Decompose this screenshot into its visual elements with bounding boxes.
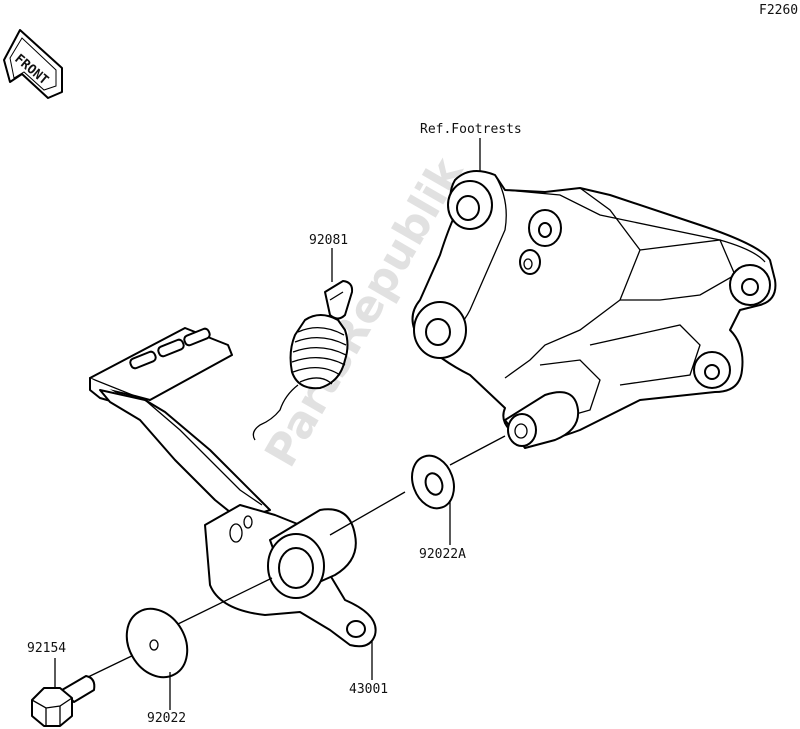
callout-washer: 92022: [147, 711, 186, 726]
diagram-code: F2260: [759, 3, 798, 18]
washer-92022: [125, 607, 189, 679]
spring-92081: [252, 280, 354, 441]
callout-spring: 92081: [309, 233, 348, 248]
bolt-92154: [31, 675, 96, 727]
brake-pedal-43001: [89, 327, 377, 648]
callout-bolt: 92154: [27, 641, 66, 656]
axis-line-4: [85, 651, 141, 679]
footrest-bracket: [411, 170, 777, 449]
callout-ref-footrests: Ref.Footrests: [420, 122, 522, 137]
front-arrow-icon: FRONT: [3, 29, 63, 99]
callout-washer-a: 92022A: [419, 547, 466, 562]
axis-line-2: [449, 435, 506, 466]
axis-line-1: [329, 491, 406, 536]
callout-pedal: 43001: [349, 682, 388, 697]
axis-line-3: [177, 577, 273, 625]
washer-92022a: [411, 454, 455, 510]
